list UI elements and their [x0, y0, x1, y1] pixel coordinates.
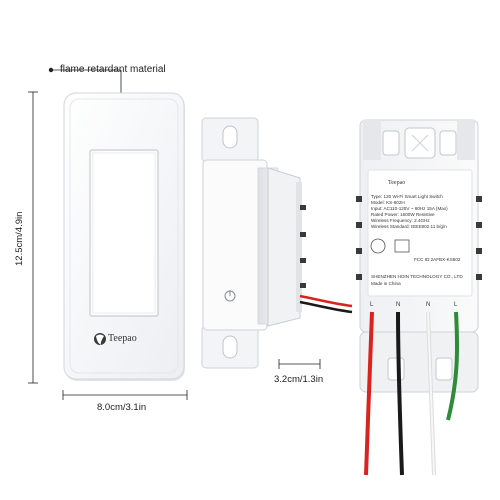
height-dimension-line	[28, 91, 38, 384]
spec-line: Model: KS-602H	[371, 200, 405, 205]
depth-dimension-label: 3.2cm/1.3in	[274, 374, 324, 385]
wall-plate	[63, 92, 185, 381]
brand-name: Teepao	[108, 333, 137, 344]
height-dimension-label: 12.5cm/4.9in	[14, 211, 25, 266]
spec-line: Wireless Standard: IEEE802.11 b/g/n	[371, 224, 447, 229]
terminal-label: L	[370, 302, 374, 308]
back-wires	[364, 311, 460, 476]
spec-line: Input: AC110-125V ~ 60Hz 15A (Max)	[371, 206, 448, 211]
origin: Made in China	[371, 281, 401, 286]
callout-label: flame retardant material	[60, 64, 166, 75]
switch-side-view	[201, 117, 306, 369]
width-dimension-line	[62, 390, 188, 400]
terminal-label: N	[426, 302, 431, 308]
power-icon	[224, 290, 236, 302]
width-dimension-label: 8.0cm/3.1in	[97, 402, 147, 413]
depth-dimension-line	[278, 359, 321, 369]
spec-line: Type: 120 Wi-Fi Smart Light Switch	[371, 194, 443, 199]
spec-line: Wireless Frequency: 2.4GHz	[371, 218, 430, 223]
switch-back-view	[356, 119, 482, 393]
side-wires	[299, 294, 353, 314]
manufacturer: SHENZHEN HOIN TECHNOLOGY CO., LTD	[371, 274, 463, 279]
brand-logo-icon	[94, 333, 106, 345]
fcc-id: FCC ID:2AFBX-KS602	[414, 257, 461, 262]
back-label-brand: Teepao	[388, 180, 406, 186]
spec-line: Rated Power: 1600W Resistive	[371, 212, 435, 217]
terminal-label: L	[454, 302, 458, 308]
back-label-specs: Type: 120 Wi-Fi Smart Light Switch Model…	[371, 194, 448, 230]
terminal-label: N	[396, 302, 401, 308]
